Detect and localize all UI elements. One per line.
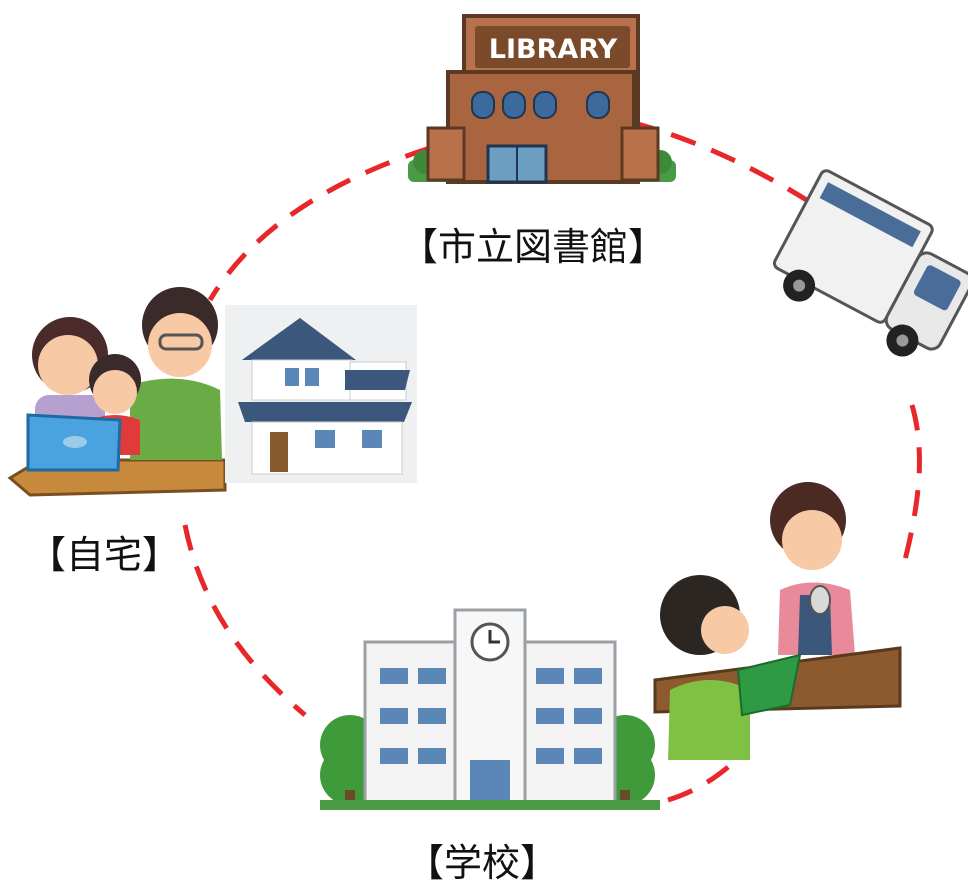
house-illustration <box>225 305 417 483</box>
library-label: 【市立図書館】 <box>400 225 666 269</box>
family-using-computer-illustration <box>7 287 227 497</box>
home-label: 【自宅】 <box>28 533 180 577</box>
library-building-illustration: LIBRARY <box>408 14 676 184</box>
school-building-illustration <box>320 608 660 810</box>
library-sign-text: LIBRARY <box>489 34 618 65</box>
librarian-checkout-illustration <box>653 482 902 760</box>
school-label: 【学校】 <box>406 841 558 885</box>
delivery-truck-illustration <box>772 169 968 357</box>
